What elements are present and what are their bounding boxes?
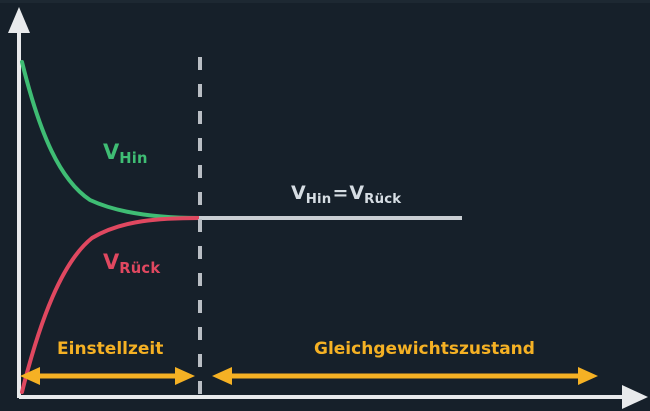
v-hin-subscript: Hin bbox=[119, 150, 148, 168]
x-axis bbox=[19, 385, 648, 409]
gleichgewichtszustand-span-arrow bbox=[212, 367, 598, 385]
label-einstellzeit: Einstellzeit bbox=[57, 339, 164, 359]
equilibrium-left-symbol: V bbox=[291, 182, 306, 204]
einstellzeit-span-arrow bbox=[20, 367, 195, 385]
equilibrium-right-subscript: Rück bbox=[364, 191, 402, 207]
label-v-hin: VHin bbox=[103, 140, 148, 167]
v-rueck-symbol: V bbox=[103, 250, 120, 274]
curve-v-hin bbox=[20, 60, 202, 220]
equilibrium-right-symbol: V bbox=[349, 182, 365, 204]
v-hin-symbol: V bbox=[103, 140, 120, 164]
top-edge-band bbox=[0, 0, 650, 3]
v-rueck-subscript: Rück bbox=[119, 260, 161, 278]
label-gleichgewichtszustand: Gleichgewichtszustand bbox=[314, 339, 535, 359]
y-axis bbox=[8, 7, 30, 398]
curve-v-rueck bbox=[20, 216, 202, 394]
label-v-rueck: VRück bbox=[103, 250, 160, 277]
equilibrium-operator: = bbox=[332, 182, 349, 204]
equilibrium-left-subscript: Hin bbox=[305, 191, 332, 207]
label-equilibrium-equation: VHin=VRück bbox=[291, 182, 401, 207]
